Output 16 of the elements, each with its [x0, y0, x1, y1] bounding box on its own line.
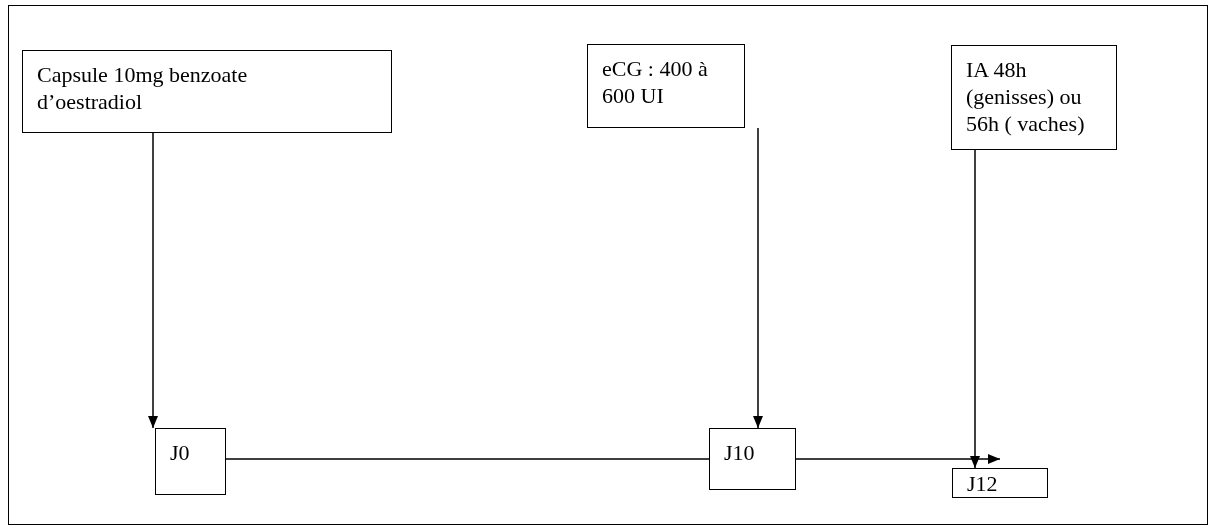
box-text: Capsule 10mg benzoate d’oestradiol [37, 61, 249, 115]
box-text: J0 [170, 439, 190, 466]
box-text: J12 [967, 470, 998, 497]
arrow [148, 132, 158, 429]
label-box [22, 50, 392, 133]
box-text: IA 48h (genisses) ou 56h ( vaches) [966, 56, 1086, 137]
timeline-arrow [795, 454, 1001, 464]
label-box [587, 44, 745, 128]
label-box [952, 468, 1048, 498]
arrow [970, 149, 980, 469]
label-box [709, 428, 796, 490]
box-text: eCG : 400 à 600 UI [602, 55, 709, 109]
label-box [155, 428, 226, 495]
box-text: J10 [724, 439, 755, 466]
arrow [753, 127, 763, 429]
label-box [951, 45, 1117, 150]
